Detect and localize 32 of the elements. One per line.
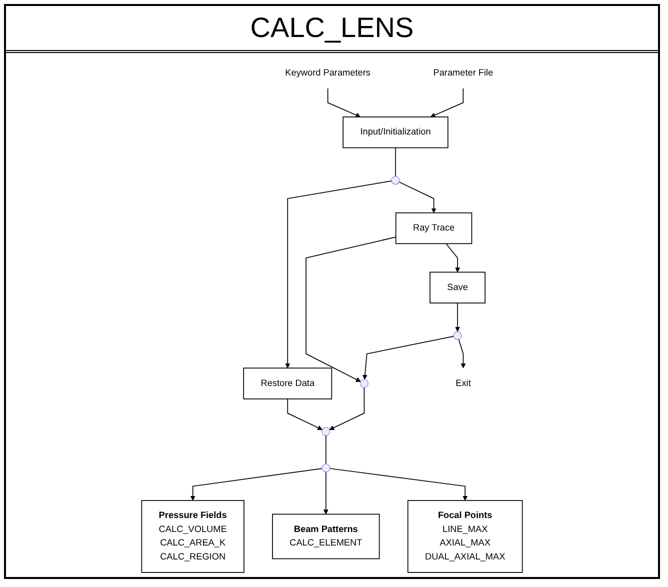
arrow xyxy=(329,468,468,501)
arrow xyxy=(455,302,460,332)
node-text: Exit xyxy=(456,378,471,388)
arrow xyxy=(323,472,328,514)
arrow xyxy=(362,336,454,380)
diagram-title: CALC_LENS xyxy=(6,6,658,53)
node-circle xyxy=(391,176,400,185)
arrow xyxy=(458,338,466,368)
arrow xyxy=(327,88,361,118)
arrow xyxy=(287,398,323,430)
connector xyxy=(325,435,326,464)
node-box: Save xyxy=(430,272,486,304)
connector xyxy=(395,147,396,177)
node-box: Input/Initialization xyxy=(342,116,448,148)
arrow xyxy=(430,88,464,118)
node-circle xyxy=(453,331,462,340)
arrow xyxy=(329,387,365,430)
node-box: Pressure Fields CALC_VOLUME CALC_AREA_K CALC_REGION xyxy=(141,500,244,573)
node-circle xyxy=(322,427,330,436)
node-text: Parameter File xyxy=(433,68,494,78)
node-box: Beam Patterns CALC_ELEMENT xyxy=(272,514,380,560)
arrow xyxy=(446,243,460,272)
node-text: Keyword Parameters xyxy=(285,68,370,78)
arrow xyxy=(306,236,396,382)
arrow xyxy=(190,468,322,501)
node-box: Restore Data xyxy=(243,368,332,400)
arrow xyxy=(285,180,392,368)
node-box: Focal Points LINE_MAX AXIAL_MAX DUAL_AXIAL_MAX xyxy=(407,500,523,573)
arrow xyxy=(398,182,436,214)
node-circle xyxy=(322,464,330,472)
node-circle xyxy=(360,379,368,388)
node-box: Ray Trace xyxy=(395,212,472,244)
